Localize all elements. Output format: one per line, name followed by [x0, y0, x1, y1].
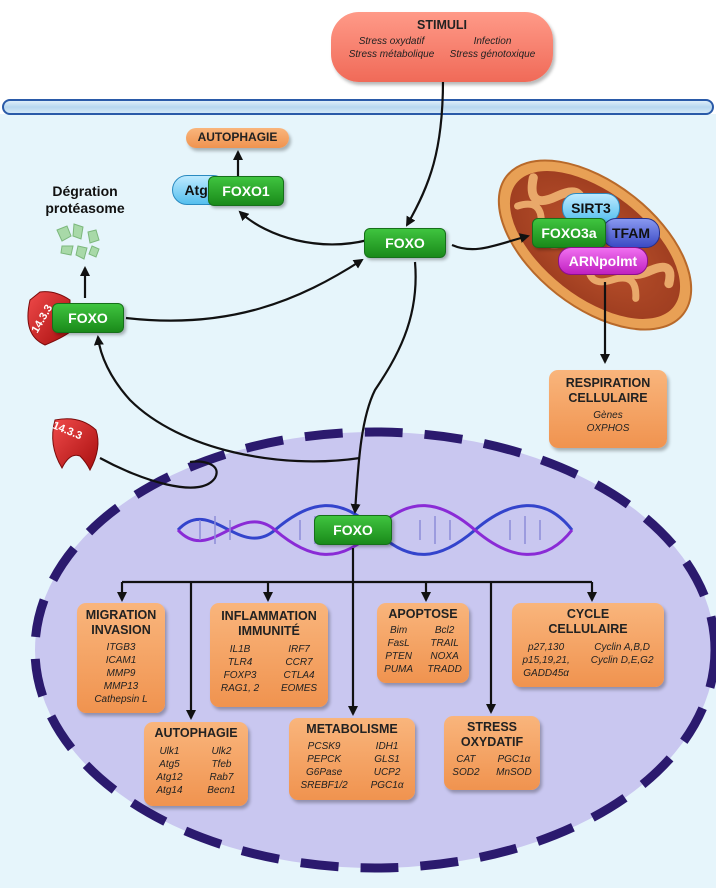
gene-item: p15,19,21, — [522, 655, 570, 666]
respiration-title-2: CELLULAIRE — [568, 391, 648, 405]
metabolisme-box: METABOLISME PCSK9 PEPCK G6Pase SREBF1/2 … — [289, 718, 415, 800]
plasma-membrane — [2, 99, 714, 115]
arrow-foxo-foxo1 — [238, 210, 369, 246]
gene-item: Rab7 — [209, 772, 234, 783]
degradation-label: Dégration protéasome — [45, 183, 125, 216]
arrow-stimuli-foxo — [406, 79, 445, 227]
migration-title-2: INVASION — [91, 623, 151, 637]
gene-item: Tfeb — [211, 759, 232, 770]
gene-item: NOXA — [430, 651, 459, 662]
gene-item: Bcl2 — [434, 625, 455, 636]
respiration-item: OXPHOS — [586, 423, 630, 434]
protein-1433-free-icon — [52, 418, 99, 472]
stimulus-item: Stress métabolique — [348, 49, 435, 60]
gene-item: Ulk1 — [159, 746, 180, 757]
gene-item: ITGB3 — [106, 642, 136, 653]
stimuli-box: STIMULI Stress oxydatif Stress métaboliq… — [331, 12, 553, 82]
autophagie-nucleus-title: AUTOPHAGIE — [154, 726, 238, 740]
gene-item: SOD2 — [452, 767, 480, 778]
stress-box: STRESS OXYDATIF CAT SOD2 PGC1α MnSOD — [444, 716, 540, 790]
gene-item: p27,130 — [528, 642, 565, 653]
arnpolmt-protein: ARNpolmt — [558, 247, 648, 275]
gene-item: GADD45α — [523, 668, 569, 679]
gene-item: RAG1, 2 — [220, 683, 260, 694]
gene-item: PGC1α — [370, 780, 404, 791]
cycle-box: CYCLE CELLULAIRE p27,130 p15,19,21, GADD… — [512, 603, 664, 687]
arrow-foxo-nucleus — [350, 261, 417, 514]
gene-item: Atg5 — [159, 759, 180, 770]
stress-title-2: OXYDATIF — [460, 735, 524, 749]
gene-item: MMP13 — [103, 681, 139, 692]
inflammation-title-1: INFLAMMATION — [221, 609, 317, 623]
gene-item: PGC1α — [497, 754, 531, 765]
stimulus-item: Infection — [473, 36, 512, 47]
respiration-item: Gènes — [593, 410, 623, 421]
stimuli-title: STIMULI — [417, 18, 467, 32]
gene-item: Bim — [389, 625, 408, 636]
foxo-left: FOXO — [52, 303, 124, 333]
gene-item: PTEN — [385, 651, 412, 662]
stimulus-item: Stress génotoxique — [449, 49, 536, 60]
gene-item: IDH1 — [375, 741, 399, 752]
gene-item: G6Pase — [306, 767, 343, 778]
gene-item: FOXP3 — [223, 670, 257, 681]
tfam-protein: TFAM — [602, 218, 660, 248]
apoptose-box: APOPTOSE Bim FasL PTEN PUMA Bcl2 TRAIL N… — [377, 603, 469, 683]
gene-item: IRF7 — [288, 644, 310, 655]
gene-item: TRAIL — [430, 638, 459, 649]
gene-item: CCR7 — [285, 657, 313, 668]
gene-item: TRADD — [427, 664, 462, 675]
cycle-title-1: CYCLE — [566, 607, 610, 621]
respiration-title-1: RESPIRATION — [565, 376, 651, 390]
migration-title-1: MIGRATION — [85, 608, 157, 622]
respiration-box: RESPIRATION CELLULAIRE Gènes OXPHOS — [549, 370, 667, 448]
gene-item: IL1B — [229, 644, 251, 655]
gene-item: EOMES — [280, 683, 318, 694]
gene-item: Atg12 — [156, 772, 183, 783]
foxo-nuclear: FOXO — [314, 515, 392, 545]
gene-item: CAT — [456, 754, 476, 765]
stress-title-1: STRESS — [466, 720, 517, 734]
target-tree — [122, 548, 592, 584]
apoptose-title: APOPTOSE — [388, 607, 458, 621]
inflammation-title-2: IMMUNITÉ — [238, 624, 300, 638]
gene-item: PEPCK — [307, 754, 342, 765]
autophagie-cytoplasm-box: AUTOPHAGIE — [186, 128, 289, 148]
proteasome-fragments-icon — [56, 223, 100, 260]
gene-item: Becn1 — [207, 785, 236, 796]
gene-item: GLS1 — [374, 754, 400, 765]
gene-item: Ulk2 — [211, 746, 232, 757]
gene-item: TLR4 — [227, 657, 253, 668]
gene-item: Cathepsin L — [94, 694, 148, 705]
gene-item: ICAM1 — [105, 655, 137, 666]
metabolisme-title: METABOLISME — [306, 722, 398, 736]
gene-item: UCP2 — [373, 767, 401, 778]
gene-item: SREBF1/2 — [300, 780, 348, 791]
stimulus-item: Stress oxydatif — [358, 36, 425, 47]
loop-1433 — [99, 457, 218, 489]
gene-item: CTLA4 — [283, 670, 315, 681]
gene-item: Cyclin A,B,D — [594, 642, 650, 653]
foxo1-protein: FOXO1 — [208, 176, 284, 206]
gene-item: FasL — [387, 638, 410, 649]
gene-item: Atg14 — [156, 785, 183, 796]
gene-item: PUMA — [384, 664, 414, 675]
arrow-foxoleft-foxo — [125, 258, 364, 322]
inflammation-box: INFLAMMATION IMMUNITÉ IL1B TLR4 FOXP3 RA… — [210, 603, 328, 707]
gene-item: MnSOD — [496, 767, 532, 778]
arrow-foxo-mito — [451, 233, 530, 251]
gene-item: MMP9 — [106, 668, 136, 679]
gene-item: PCSK9 — [307, 741, 341, 752]
arrow-1433-foxoleft — [93, 335, 361, 463]
foxo3a-protein: FOXO3a — [532, 218, 606, 248]
cycle-title-2: CELLULAIRE — [548, 622, 628, 636]
migration-box: MIGRATION INVASION ITGB3 ICAM1 MMP9 MMP1… — [77, 603, 165, 713]
gene-item: Cyclin D,E,G2 — [590, 655, 654, 666]
autophagie-nucleus-box: AUTOPHAGIE Ulk1 Atg5 Atg12 Atg14 Ulk2 Tf… — [144, 722, 248, 806]
autophagie-cytoplasm-label: AUTOPHAGIE — [197, 130, 278, 144]
foxo-central: FOXO — [364, 228, 446, 258]
